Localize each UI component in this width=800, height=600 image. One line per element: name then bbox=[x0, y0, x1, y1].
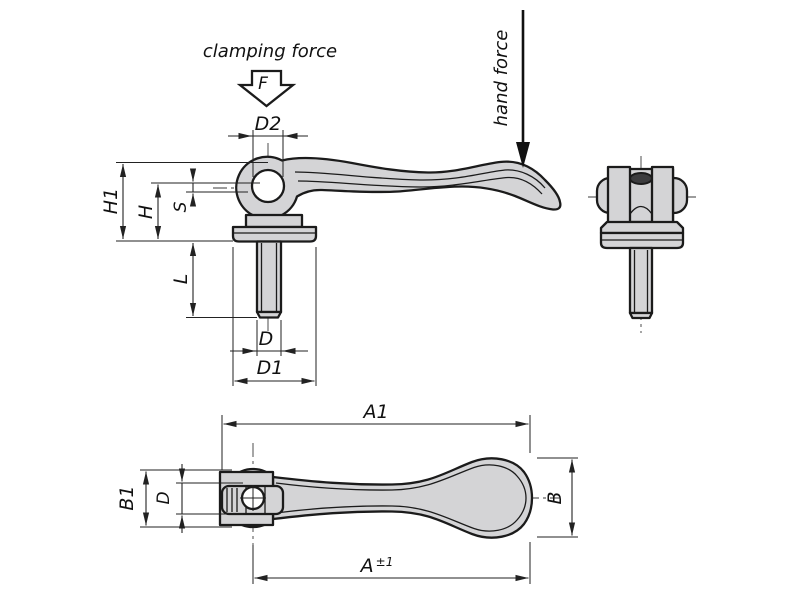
handle-contour-line-2 bbox=[297, 176, 543, 195]
top-view: A1 A±1 B B1 D bbox=[116, 401, 578, 584]
hand-force-label: hand force bbox=[491, 30, 512, 127]
hand-force-annotation: hand force bbox=[491, 10, 530, 168]
top-view-handle-inner-contour bbox=[275, 464, 527, 532]
end-view-stud-chamfer bbox=[628, 311, 654, 320]
cam-bore-hole bbox=[250, 168, 286, 204]
handle-contour-line-1 bbox=[294, 169, 546, 189]
lever-plate-left bbox=[606, 165, 632, 226]
clamping-force-annotation: clamping force F bbox=[203, 41, 337, 108]
cam-slot bbox=[629, 172, 653, 185]
side-view: D2 H1 H S L D D1 bbox=[100, 113, 562, 386]
dimension-label-a1: A1 bbox=[361, 401, 388, 423]
stud-tip-chamfer bbox=[255, 310, 283, 319]
dimension-label-a-tol: A±1 bbox=[359, 555, 394, 577]
stud-center-cross bbox=[240, 485, 266, 511]
end-view-flange bbox=[599, 220, 685, 235]
dimension-label-d1: D1 bbox=[257, 357, 284, 379]
dimension-label-h: H bbox=[135, 205, 157, 219]
lever-plate-right bbox=[650, 165, 675, 226]
dimension-label-s: S bbox=[171, 201, 191, 212]
threaded-stud bbox=[255, 240, 283, 314]
force-symbol-label: F bbox=[258, 74, 268, 94]
dimension-label-l: L bbox=[170, 274, 192, 285]
dimension-label-b1: B1 bbox=[116, 485, 138, 510]
end-view-stud bbox=[628, 246, 654, 315]
lower-washer bbox=[231, 225, 318, 243]
clamping-force-arrow-icon bbox=[236, 69, 297, 108]
upper-washer bbox=[244, 213, 304, 229]
dimension-label-d-top: D bbox=[154, 491, 174, 504]
dimension-label-b: B bbox=[544, 491, 566, 504]
dimension-label-d: D bbox=[259, 328, 274, 350]
hand-force-arrow-head-icon bbox=[516, 142, 530, 168]
clamping-force-label: clamping force bbox=[203, 41, 337, 62]
head-thread-marks bbox=[226, 486, 266, 514]
end-view bbox=[588, 156, 696, 333]
dimension-label-d2: D2 bbox=[255, 113, 282, 135]
dimension-label-h1: H1 bbox=[100, 188, 122, 214]
top-view-handle bbox=[271, 457, 534, 539]
cam-surface-arc bbox=[629, 205, 653, 215]
